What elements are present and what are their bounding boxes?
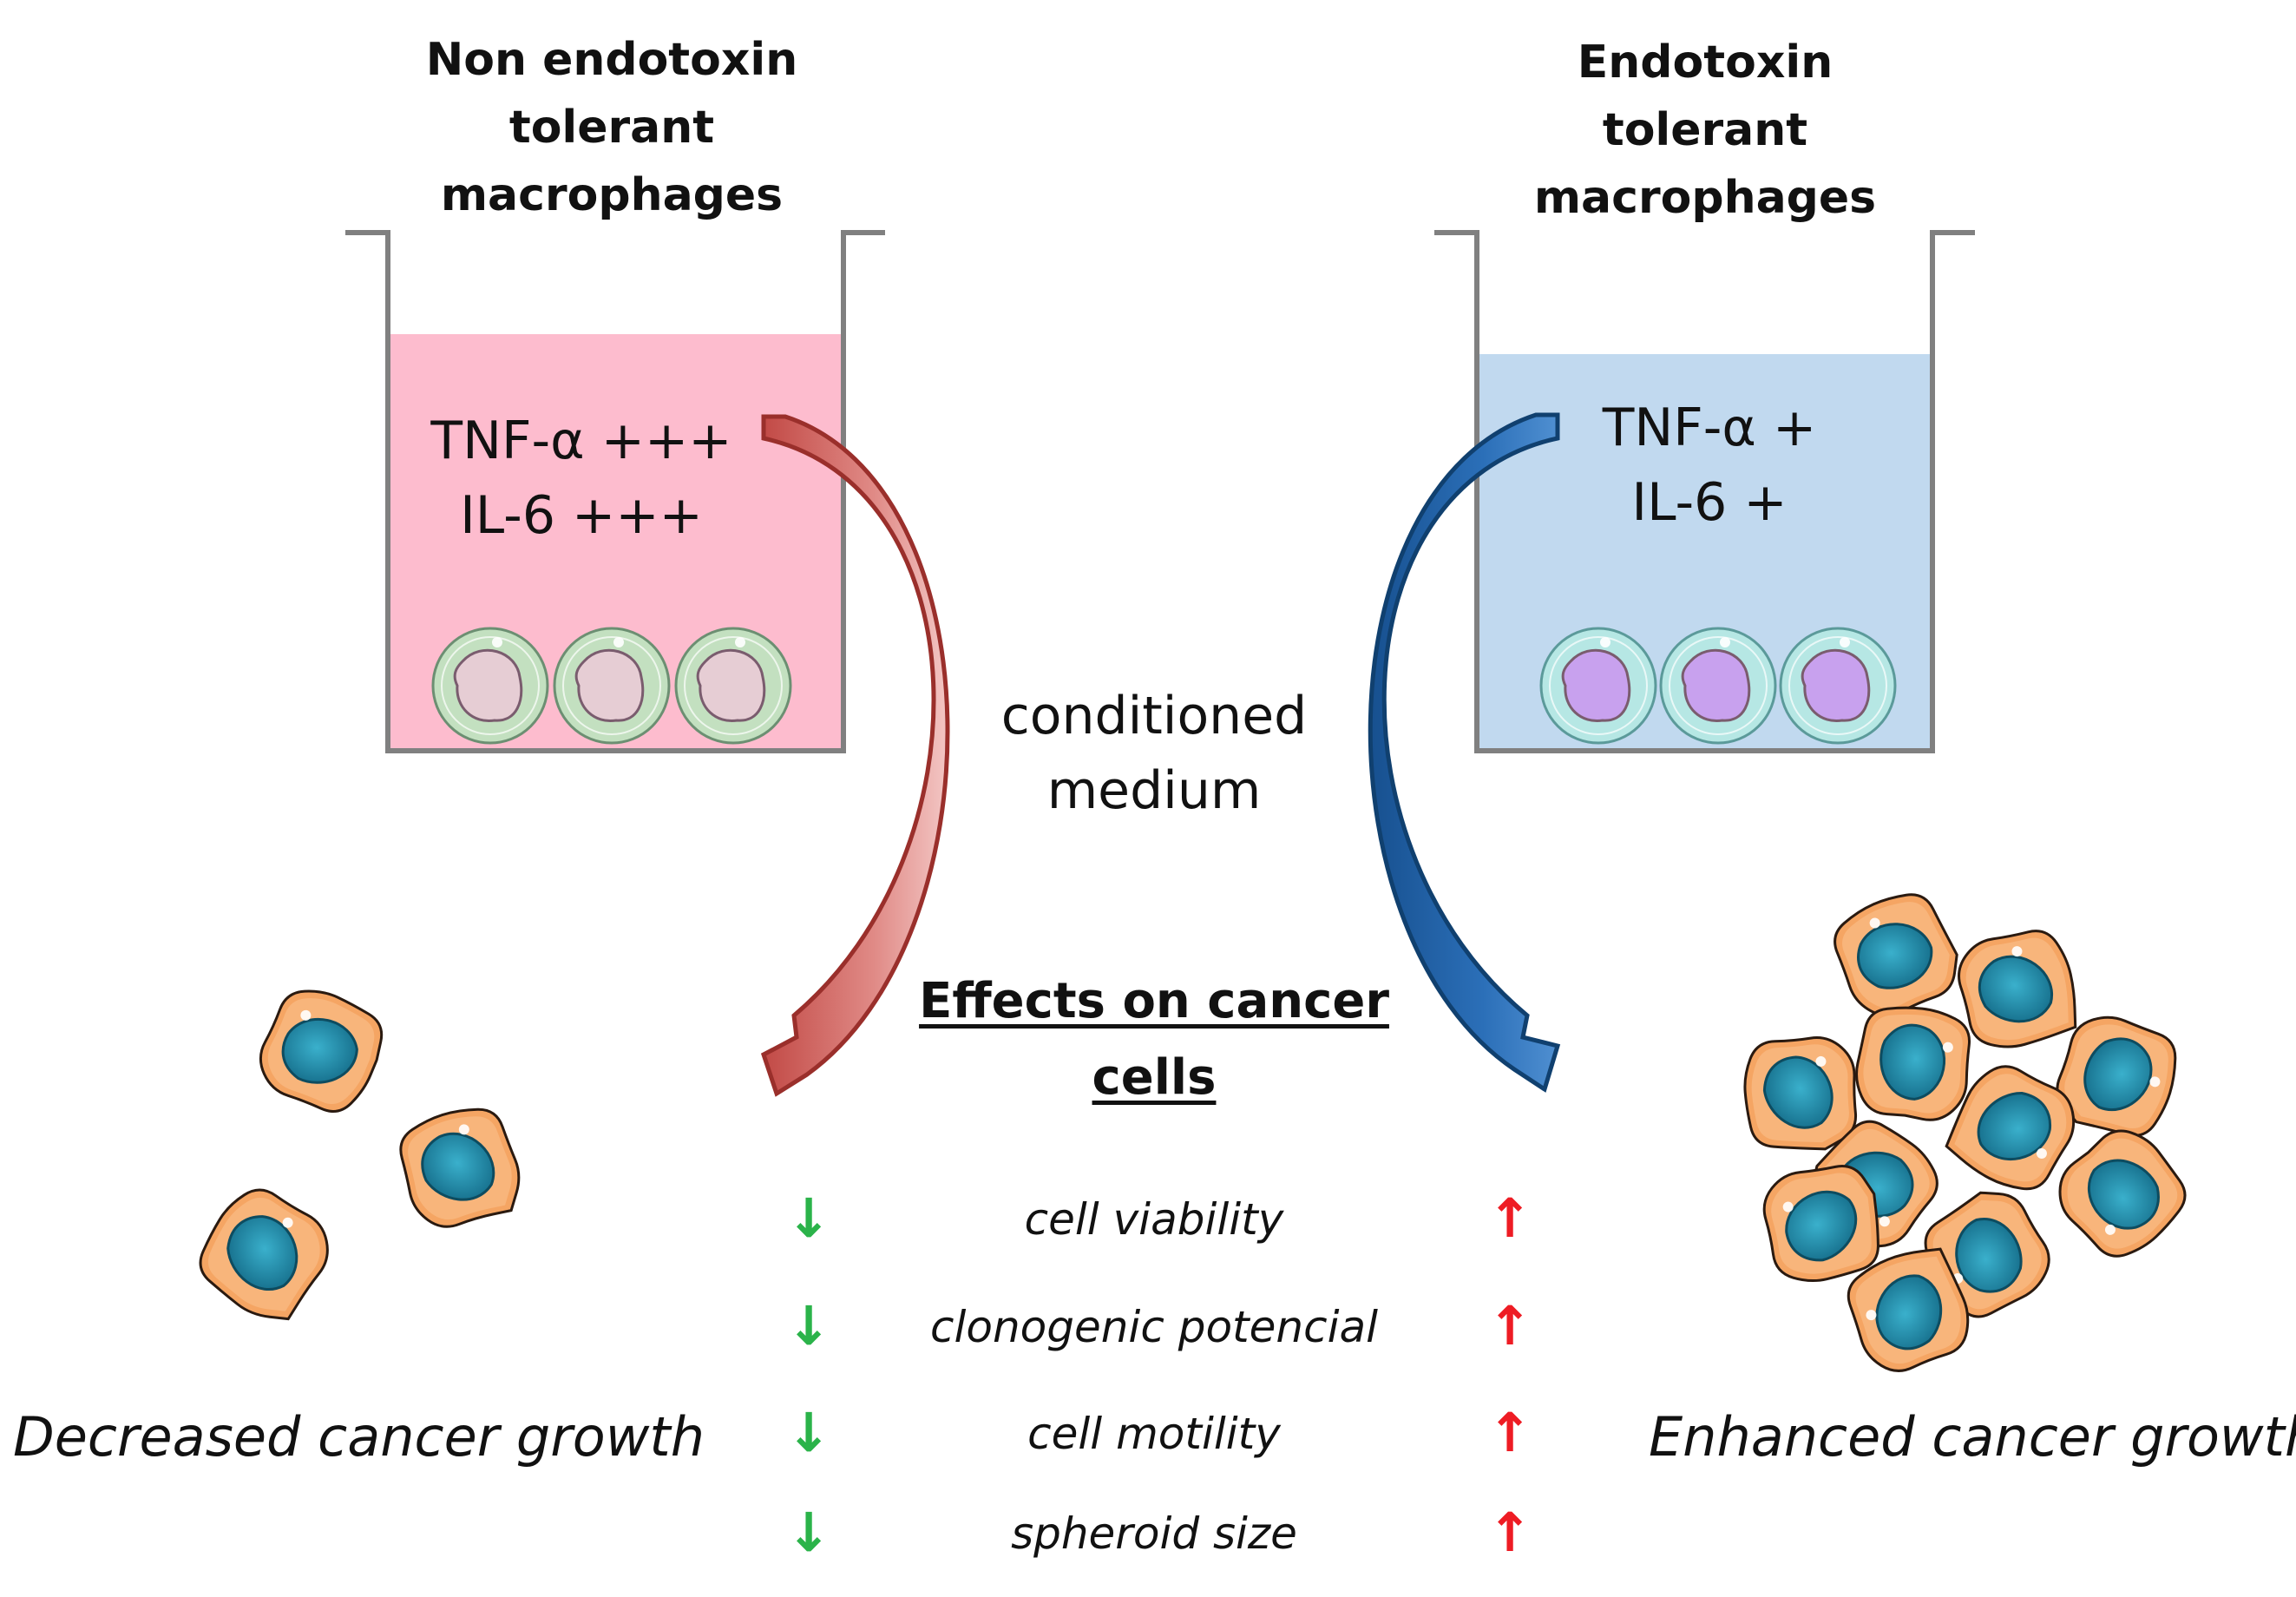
left-macrophage-2	[553, 627, 671, 745]
effect-label: clonogenic potencial	[929, 1302, 1378, 1352]
increase-arrow-icon: ↑	[1487, 1501, 1532, 1564]
right-title-line-1: Endotoxin	[1577, 36, 1834, 89]
left-macrophage-1	[431, 627, 549, 745]
right-cancer-cell-2	[1958, 930, 2077, 1048]
left-title-line-2: tolerant	[508, 102, 715, 154]
right-tnf-level: TNF-α +	[1602, 398, 1817, 458]
right-cancer-cluster	[1743, 893, 2187, 1372]
effect-label: cell viability	[1024, 1194, 1284, 1245]
left-cancer-cell-2	[399, 1107, 521, 1228]
left-cancer-cell-3	[199, 1188, 329, 1321]
right-macrophage-1	[1539, 627, 1657, 745]
left-cancer-cells	[199, 989, 521, 1321]
left-tnf-level: TNF-α +++	[430, 411, 732, 471]
increase-arrow-icon: ↑	[1487, 1186, 1532, 1250]
decrease-arrow-icon: ↓	[786, 1501, 831, 1564]
right-title-line-3: macrophages	[1533, 172, 1877, 224]
right-title-line-2: tolerant	[1602, 104, 1808, 156]
effects-title-line-2: cells	[1092, 1049, 1217, 1106]
right-cancer-cell-10	[1847, 1247, 1970, 1372]
increase-arrow-icon: ↑	[1487, 1401, 1532, 1464]
right-il6-level: IL-6 +	[1631, 472, 1788, 533]
right-well-title: Endotoxin tolerant macrophages	[1475, 29, 1935, 232]
right-cancer-cell-11	[1762, 1165, 1879, 1283]
left-transfer-arrow	[760, 414, 950, 1097]
right-outcome: Enhanced cancer growth	[1649, 1405, 2296, 1469]
right-well-outline	[1434, 230, 1975, 753]
left-cytokines: TNF-α +++ IL-6 +++	[408, 404, 755, 553]
left-well-title: Non endotoxin tolerant macrophages	[386, 26, 837, 229]
left-macrophage-3	[674, 627, 792, 745]
right-cancer-cell-5	[2056, 1015, 2177, 1137]
effect-label: cell motility	[1027, 1409, 1281, 1459]
transfer-label: conditioned medium	[981, 679, 1328, 828]
left-macrophages	[431, 627, 792, 745]
right-cancer-cell-1	[1834, 893, 1958, 1017]
decrease-arrow-icon: ↓	[786, 1186, 831, 1250]
increase-arrow-icon: ↑	[1487, 1294, 1532, 1357]
decrease-arrow-icon: ↓	[786, 1294, 831, 1357]
effects-title: Effects on cancer cells	[894, 963, 1414, 1116]
right-cytokines: TNF-α + IL-6 +	[1553, 391, 1866, 540]
right-cancer-cell-9	[1924, 1191, 2050, 1318]
left-outcome: Decreased cancer growth	[13, 1405, 705, 1469]
effect-label: spheroid size	[1011, 1508, 1297, 1559]
left-title-line-1: Non endotoxin	[425, 34, 798, 86]
right-cancer-cell-3	[1743, 1036, 1858, 1151]
left-title-line-3: macrophages	[440, 169, 784, 221]
left-well-outline	[345, 230, 885, 753]
transfer-label-line-1: conditioned	[1000, 686, 1308, 746]
right-cancer-cell-4	[1855, 1006, 1971, 1121]
effects-title-line-1: Effects on cancer	[919, 973, 1389, 1029]
right-transfer-arrow	[1368, 412, 1561, 1093]
right-macrophage-3	[1779, 627, 1897, 745]
right-macrophage-2	[1659, 627, 1777, 745]
right-cancer-cell-6	[1945, 1065, 2076, 1191]
right-cancer-cell-8	[2058, 1129, 2187, 1258]
decrease-arrow-icon: ↓	[786, 1401, 831, 1464]
transfer-label-line-2: medium	[1046, 760, 1262, 821]
right-macrophages	[1539, 627, 1897, 745]
left-il6-level: IL-6 +++	[460, 485, 703, 546]
left-cancer-cell-1	[259, 989, 384, 1113]
